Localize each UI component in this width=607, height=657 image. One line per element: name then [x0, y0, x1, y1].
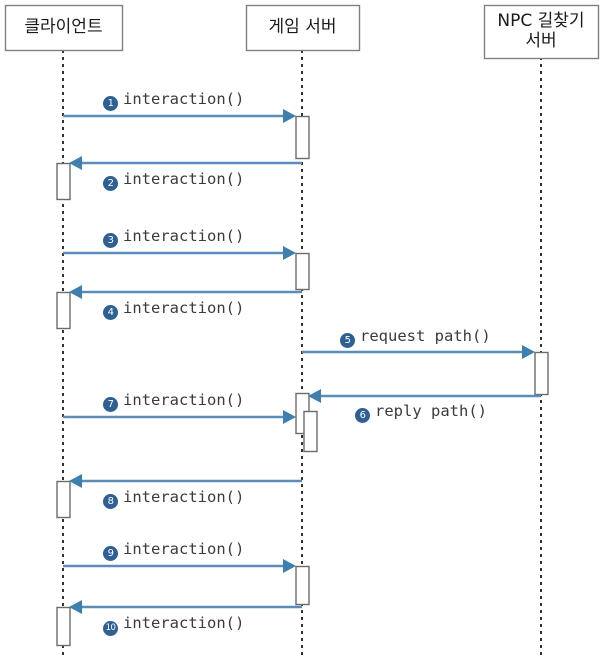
activation-bar-game-server-8: [295, 565, 310, 606]
arrow-head-icon-9: [283, 559, 296, 573]
activation-bar-client-9: [56, 606, 71, 647]
participant-box-client[interactable]: [4, 4, 124, 52]
message-arrow-7[interactable]: [63, 410, 296, 424]
message-arrow-2[interactable]: [69, 156, 302, 170]
activation-bar-client-3: [56, 291, 71, 330]
message-arrow-5[interactable]: [302, 345, 535, 359]
arrow-head-icon-5: [522, 345, 535, 359]
message-arrow-1[interactable]: [63, 109, 296, 123]
arrow-head-icon-3: [283, 246, 296, 260]
participant-box-group: [4, 4, 600, 60]
message-arrow-10[interactable]: [69, 600, 302, 614]
message-arrow-6[interactable]: [308, 389, 541, 403]
participant-box-game-server[interactable]: [245, 4, 361, 52]
arrow-head-icon-1: [283, 109, 296, 123]
arrow-head-icon-7: [283, 410, 296, 424]
activation-bar-client-1: [56, 162, 71, 201]
activation-bar-game-server-2: [295, 252, 310, 291]
arrow-head-icon-2: [69, 156, 82, 170]
message-arrow-4[interactable]: [69, 285, 302, 299]
activation-bar-npc-pathfinding-server-4: [534, 351, 549, 396]
arrow-head-icon-4: [69, 285, 82, 299]
activation-bar-game-server-6: [303, 410, 318, 453]
activation-bar-group: [56, 115, 549, 647]
message-arrow-group: [63, 109, 541, 614]
participant-box-npc-pathfinding-server[interactable]: [483, 4, 600, 60]
activation-bar-client-7: [56, 480, 71, 519]
arrow-head-icon-10: [69, 600, 82, 614]
message-arrow-8[interactable]: [69, 474, 302, 488]
activation-bar-game-server-0: [295, 115, 310, 160]
message-arrow-9[interactable]: [63, 559, 296, 573]
arrow-head-icon-8: [69, 474, 82, 488]
message-arrow-3[interactable]: [63, 246, 296, 260]
arrow-head-icon-6: [308, 389, 321, 403]
